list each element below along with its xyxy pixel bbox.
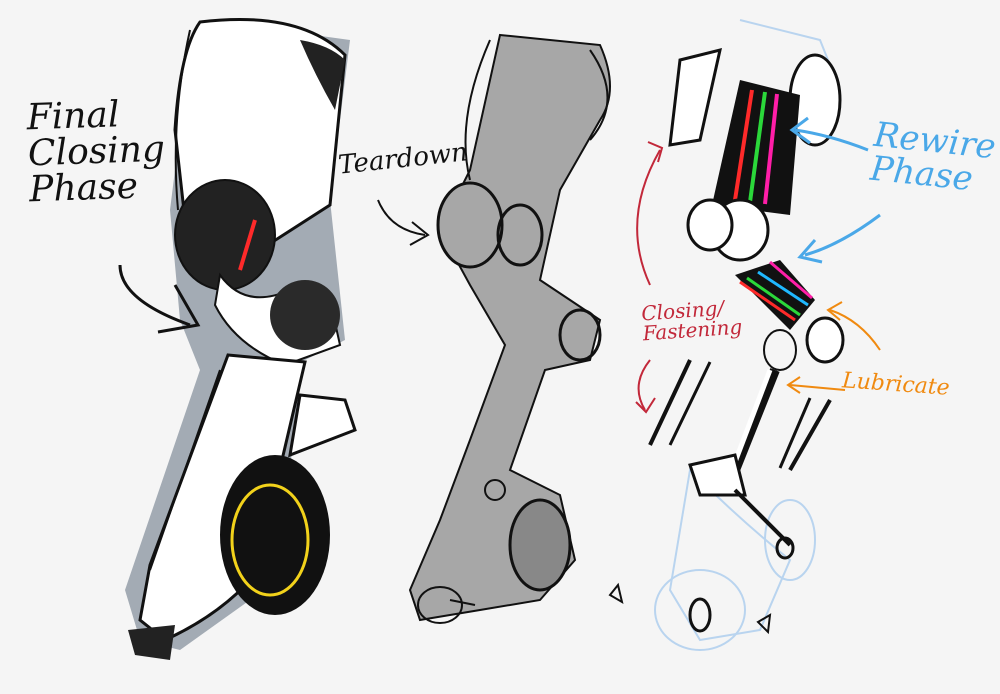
curved-arrow-icon <box>157 284 201 334</box>
curved-arrow-icon <box>118 264 191 327</box>
pointer-arrow-icon <box>829 309 881 351</box>
pointer-arrow-icon <box>826 301 843 321</box>
curved-arrow-icon <box>636 149 661 286</box>
curved-arrow-icon <box>637 359 651 411</box>
pointer-arrow-icon <box>797 239 823 264</box>
pointer-arrow-icon <box>789 116 811 145</box>
final-closing-phase-label: Final Closing Phase <box>26 94 166 211</box>
pointer-arrow-icon <box>786 376 801 394</box>
exploded-leg-drawing <box>608 19 845 651</box>
curved-arrow-icon <box>647 141 664 163</box>
rewire-phase-label: Rewire Phase <box>868 114 998 200</box>
pointer-arrow-icon <box>794 128 869 152</box>
closing-fastening-label: Closing/ Fastening <box>640 295 743 346</box>
pointer-arrow-icon <box>804 213 881 257</box>
pointer-arrow-icon <box>789 384 846 391</box>
final-leg-drawing <box>125 17 357 660</box>
teardown-leg-drawing <box>408 33 611 624</box>
curved-arrow-icon <box>409 221 430 246</box>
curved-arrow-icon <box>635 397 656 414</box>
curved-arrow-icon <box>377 199 426 236</box>
